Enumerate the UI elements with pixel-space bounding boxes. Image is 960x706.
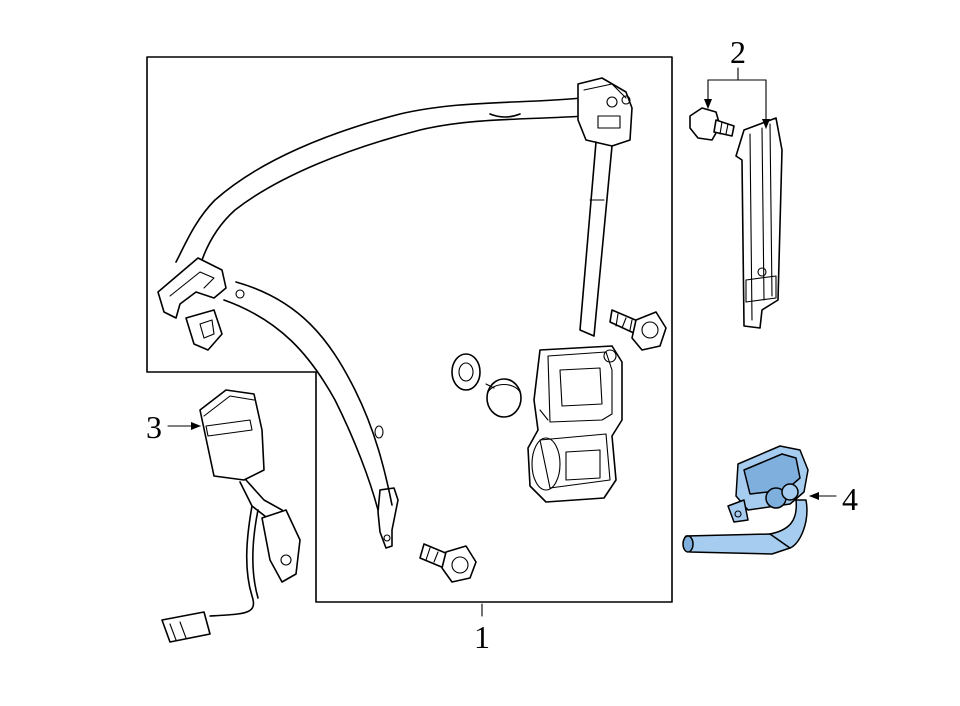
retractor-bolt	[609, 309, 667, 351]
adjuster-rail	[735, 117, 783, 329]
seat-belt-buckle	[161, 389, 301, 643]
callout-2: 2	[704, 34, 770, 129]
callout-1: 1	[474, 603, 490, 655]
bolt-cap	[485, 378, 522, 418]
washer	[451, 353, 481, 391]
callout-4: 4	[809, 481, 858, 517]
assembly-boundary	[146, 56, 673, 603]
retractor-body	[527, 345, 623, 503]
upper-anchor-rail	[577, 77, 633, 337]
pretensioner-sensor	[682, 445, 809, 555]
seat-belt-webbing	[175, 97, 586, 549]
belt-guide-loop	[157, 257, 227, 351]
callout-4-label: 4	[842, 481, 858, 517]
rail-bolt	[689, 107, 735, 141]
callout-1-label: 1	[474, 619, 490, 655]
callout-3-label: 3	[146, 409, 162, 445]
callout-2-label: 2	[730, 34, 746, 70]
lower-anchor-bolt	[419, 543, 477, 583]
callout-3: 3	[146, 409, 201, 445]
